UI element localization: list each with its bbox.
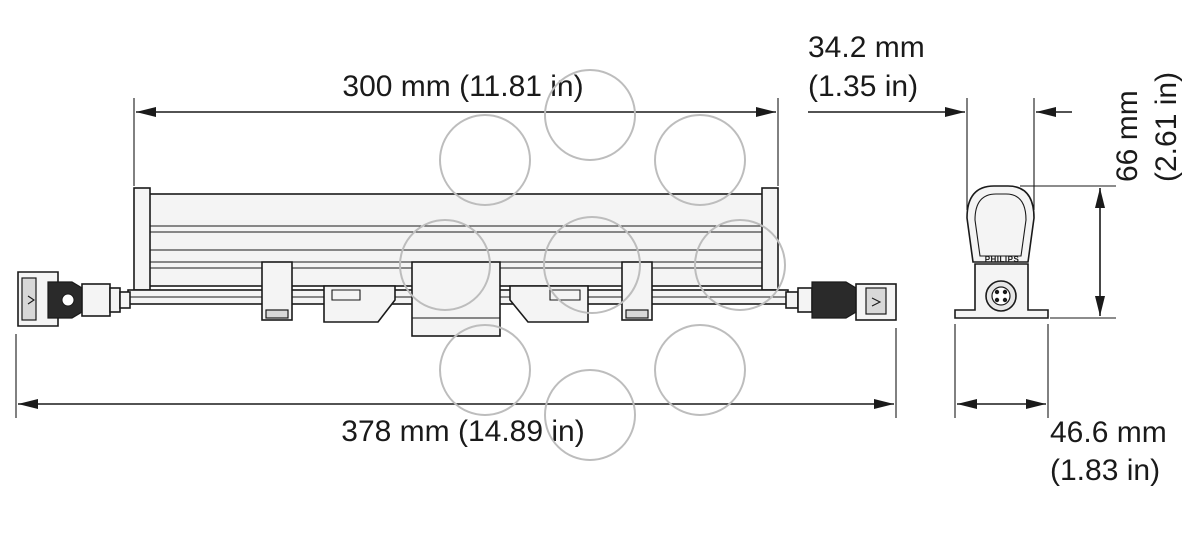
end-view-profile: PHILIPS — [966, 185, 1035, 264]
brand-logo: PHILIPS — [985, 255, 1020, 264]
base-width-mm-label: 46.6 mm — [1050, 416, 1167, 449]
base-width-dimension: 46.6 mm (1.83 in) — [954, 324, 1167, 487]
depth-mm-label: 34.2 mm — [808, 31, 925, 64]
depth-dimension: 34.2 mm (1.35 in) — [808, 31, 1072, 210]
side-view: 300 mm (11.81 in) 378 mm (14.89 in) — [15, 70, 897, 448]
overall-length-label: 378 mm (14.89 in) — [341, 415, 584, 448]
overall-length-dimension: 378 mm (14.89 in) — [15, 328, 897, 448]
left-connector — [17, 271, 131, 327]
flower-watermark-icon — [399, 69, 786, 461]
end-view: PHILIPS 34.2 mm (1.35 in) 66 mm — [808, 31, 1183, 487]
height-mm-label: 66 mm — [1111, 90, 1144, 182]
mounting-bracket-right — [621, 261, 653, 321]
base-width-in-label: (1.83 in) — [1050, 454, 1160, 487]
height-dimension: 66 mm (2.61 in) — [1020, 72, 1183, 319]
cable-clip-left — [323, 285, 396, 323]
housing-length-dimension: 300 mm (11.81 in) — [133, 70, 779, 186]
housing-length-label: 300 mm (11.81 in) — [342, 70, 583, 103]
mounting-bracket-left — [261, 261, 293, 321]
end-view-mounting-foot — [954, 263, 1049, 319]
cable-clip-right — [509, 285, 589, 323]
center-junction-box — [411, 261, 501, 337]
right-connector — [785, 281, 897, 321]
depth-in-label: (1.35 in) — [808, 70, 918, 103]
height-in-label: (2.61 in) — [1150, 72, 1183, 182]
left-end-cap — [133, 187, 151, 291]
